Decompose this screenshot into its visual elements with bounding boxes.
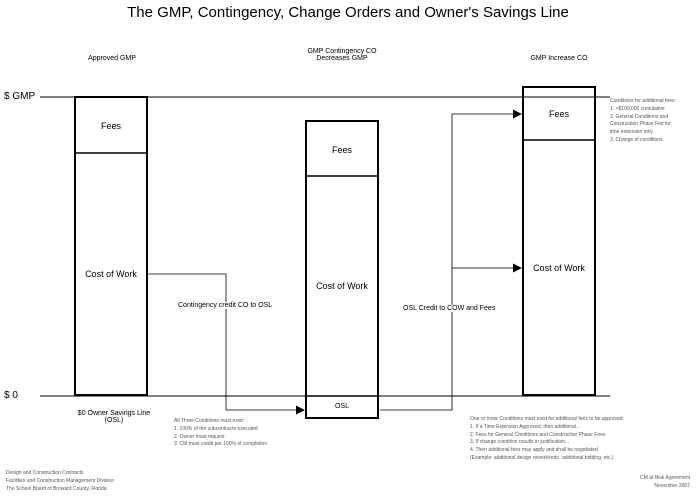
footer-line: The School Board of Broward County, Flor… [6, 485, 107, 492]
note-line: 2. Owner must request [174, 433, 225, 440]
decrease-osl-label: OSL [334, 403, 349, 410]
diagram-title: The GMP, Contingency, Change Orders and … [127, 4, 569, 21]
note-line: time extension only [610, 129, 653, 136]
decrease-header-line2: Decreases GMP [316, 55, 368, 62]
note-line: 3. If change condition results in justif… [470, 439, 570, 446]
increase-cow-label: Cost of Work [533, 263, 585, 273]
increase-fees-label: Fees [548, 109, 569, 119]
note-line: Construction Phase Fee for [610, 121, 671, 128]
note-line: 3. Change of conditions [610, 136, 663, 143]
osl-label-line1: $0 Owner Savings Line [77, 410, 151, 417]
approved-cow-label: Cost of Work [85, 269, 137, 279]
footer-line: Facilities and Construction Management D… [6, 477, 115, 484]
contingency-credit-label: Contingency credit CO to OSL [178, 302, 273, 309]
decrease-gmp-header: GMP Contingency CO Decreases GMP [292, 48, 392, 62]
additional-fee-conditions-note: Conditions for additional fees: 1. >$100… [610, 98, 676, 145]
footer-agreement: CM at Risk Agreement November 2007 [640, 475, 690, 491]
note-line: 3. CM must credit per 100% of completion [174, 441, 268, 448]
increase-gmp-bar [522, 86, 596, 396]
approved-gmp-header: Approved GMP [88, 55, 136, 62]
contingency-conditions-note: All Three Conditions must exist: 1. 100%… [174, 418, 267, 449]
decrease-fees-label: Fees [331, 145, 352, 155]
zero-axis-label: $ 0 [4, 390, 18, 401]
decrease-cow-label: Cost of Work [316, 281, 368, 291]
osl-credit-label: OSL Credit to COW and Fees [403, 305, 496, 312]
footer-organization: Design and Construction Contracts Facili… [6, 470, 114, 493]
osl-label-line2: (OSL) [104, 417, 124, 424]
footer-line: CM at Risk Agreement [639, 475, 690, 481]
note-line: (Example: additional design rework/redo,… [470, 454, 614, 461]
note-line: All Three Conditions must exist: [174, 418, 245, 424]
decrease-header-line1: GMP Contingency CO [307, 48, 377, 55]
footer-line: November 2007 [654, 482, 690, 489]
gmp-axis-label: $ GMP [4, 91, 36, 102]
decrease-gmp-bar [305, 120, 379, 419]
contingency-credit-arrow [147, 273, 305, 415]
note-line: One or more Conditions must exist for ad… [470, 416, 624, 422]
increase-gmp-header: GMP Increase CO [530, 55, 588, 62]
increase-conditions-note: One or more Conditions must exist for ad… [470, 416, 624, 463]
note-line: 4. Then additional fees may apply and sh… [470, 447, 598, 454]
note-line: 2. General Conditions and [610, 113, 669, 120]
osl-credit-arrow-cow [380, 263, 522, 411]
note-line: Conditions for additional fees: [610, 98, 676, 104]
osl-credit-arrow-fees [451, 109, 522, 268]
approved-gmp-bar [74, 96, 148, 396]
note-line: 1. >$100,000 cumulative [610, 105, 665, 112]
note-line: 2. Fees for General Conditions and Const… [470, 431, 606, 438]
note-line: 1. If a Time Extension Approved, then ad… [470, 423, 581, 430]
note-line: 1. 100% of the subcontracts executed [174, 425, 258, 432]
approved-fees-label: Fees [100, 121, 121, 131]
footer-line: Design and Construction Contracts [6, 470, 84, 476]
osl-label: $0 Owner Savings Line (OSL) [66, 410, 162, 424]
